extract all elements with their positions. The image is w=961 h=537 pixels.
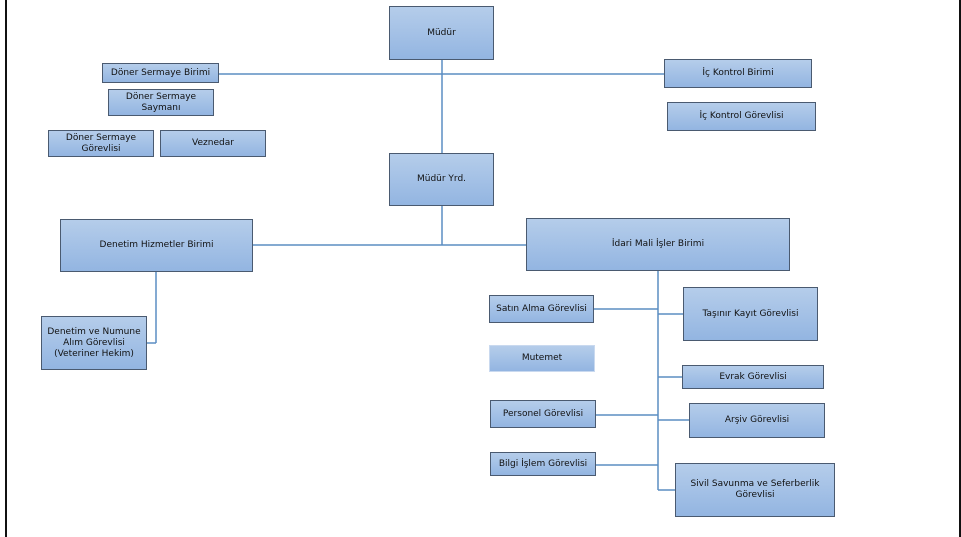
- node-label: İç Kontrol Birimi: [702, 68, 774, 78]
- node-personel-gorevlisi: Personel Görevlisi: [490, 400, 596, 428]
- node-label: Mutemet: [521, 353, 563, 363]
- page-border-right: [959, 0, 961, 537]
- node-label: Veznedar: [192, 138, 234, 148]
- node-label: Sivil Savunma ve Seferberlik Görevlisi: [690, 479, 820, 500]
- node-satin-alma-gorevlisi: Satın Alma Görevlisi: [489, 295, 594, 323]
- node-mudur-yrd: Müdür Yrd.: [389, 153, 494, 206]
- node-denetim-numune-gorevlisi: Denetim ve Numune Alım Görevlisi (Veteri…: [41, 316, 147, 370]
- node-doner-sermaye-birimi: Döner Sermaye Birimi: [102, 63, 219, 83]
- node-denetim-hizmetler-birimi: Denetim Hizmetler Birimi: [60, 219, 253, 272]
- node-ic-kontrol-birimi: İç Kontrol Birimi: [664, 59, 812, 88]
- node-label: Personel Görevlisi: [502, 408, 584, 419]
- node-mutemet: Mutemet: [489, 345, 595, 372]
- node-doner-sermaye-saymani: Döner Sermaye Saymanı: [108, 89, 214, 116]
- node-evrak-gorevlisi: Evrak Görevlisi: [682, 365, 824, 389]
- node-label: Satın Alma Görevlisi: [496, 303, 587, 314]
- node-arsiv-gorevlisi: Arşiv Görevlisi: [689, 403, 825, 438]
- node-label: İdari Mali İşler Birimi: [611, 239, 705, 249]
- node-sivil-savunma-gorevlisi: Sivil Savunma ve Seferberlik Görevlisi: [675, 463, 835, 517]
- node-idari-mali-isler-birimi: İdari Mali İşler Birimi: [526, 218, 790, 271]
- node-label: Döner Sermaye Birimi: [110, 67, 211, 78]
- node-doner-sermaye-gorevlisi: Döner Sermaye Görevlisi: [48, 130, 154, 157]
- node-label: Döner Sermaye Görevlisi: [65, 132, 137, 154]
- node-label: Arşiv Görevlisi: [724, 415, 790, 425]
- page-border-left: [5, 0, 7, 537]
- node-label: Taşınır Kayıt Görevlisi: [702, 308, 799, 319]
- node-label: Müdür Yrd.: [416, 174, 467, 184]
- node-bilgi-islem-gorevlisi: Bilgi İşlem Görevlisi: [490, 452, 596, 476]
- node-veznedar: Veznedar: [160, 130, 266, 157]
- node-label: Denetim ve Numune Alım Görevlisi (Veteri…: [47, 326, 141, 359]
- node-label: Bilgi İşlem Görevlisi: [498, 458, 588, 469]
- node-label: Müdür: [427, 27, 456, 38]
- node-ic-kontrol-gorevlisi: İç Kontrol Görevlisi: [667, 102, 816, 131]
- node-tasinir-kayit-gorevlisi: Taşınır Kayıt Görevlisi: [683, 287, 818, 341]
- node-mudur: Müdür: [389, 6, 494, 60]
- node-label: Denetim Hizmetler Birimi: [99, 240, 214, 250]
- node-label: Evrak Görevlisi: [719, 371, 787, 382]
- node-label: İç Kontrol Görevlisi: [699, 111, 784, 121]
- node-label: Döner Sermaye Saymanı: [125, 91, 197, 113]
